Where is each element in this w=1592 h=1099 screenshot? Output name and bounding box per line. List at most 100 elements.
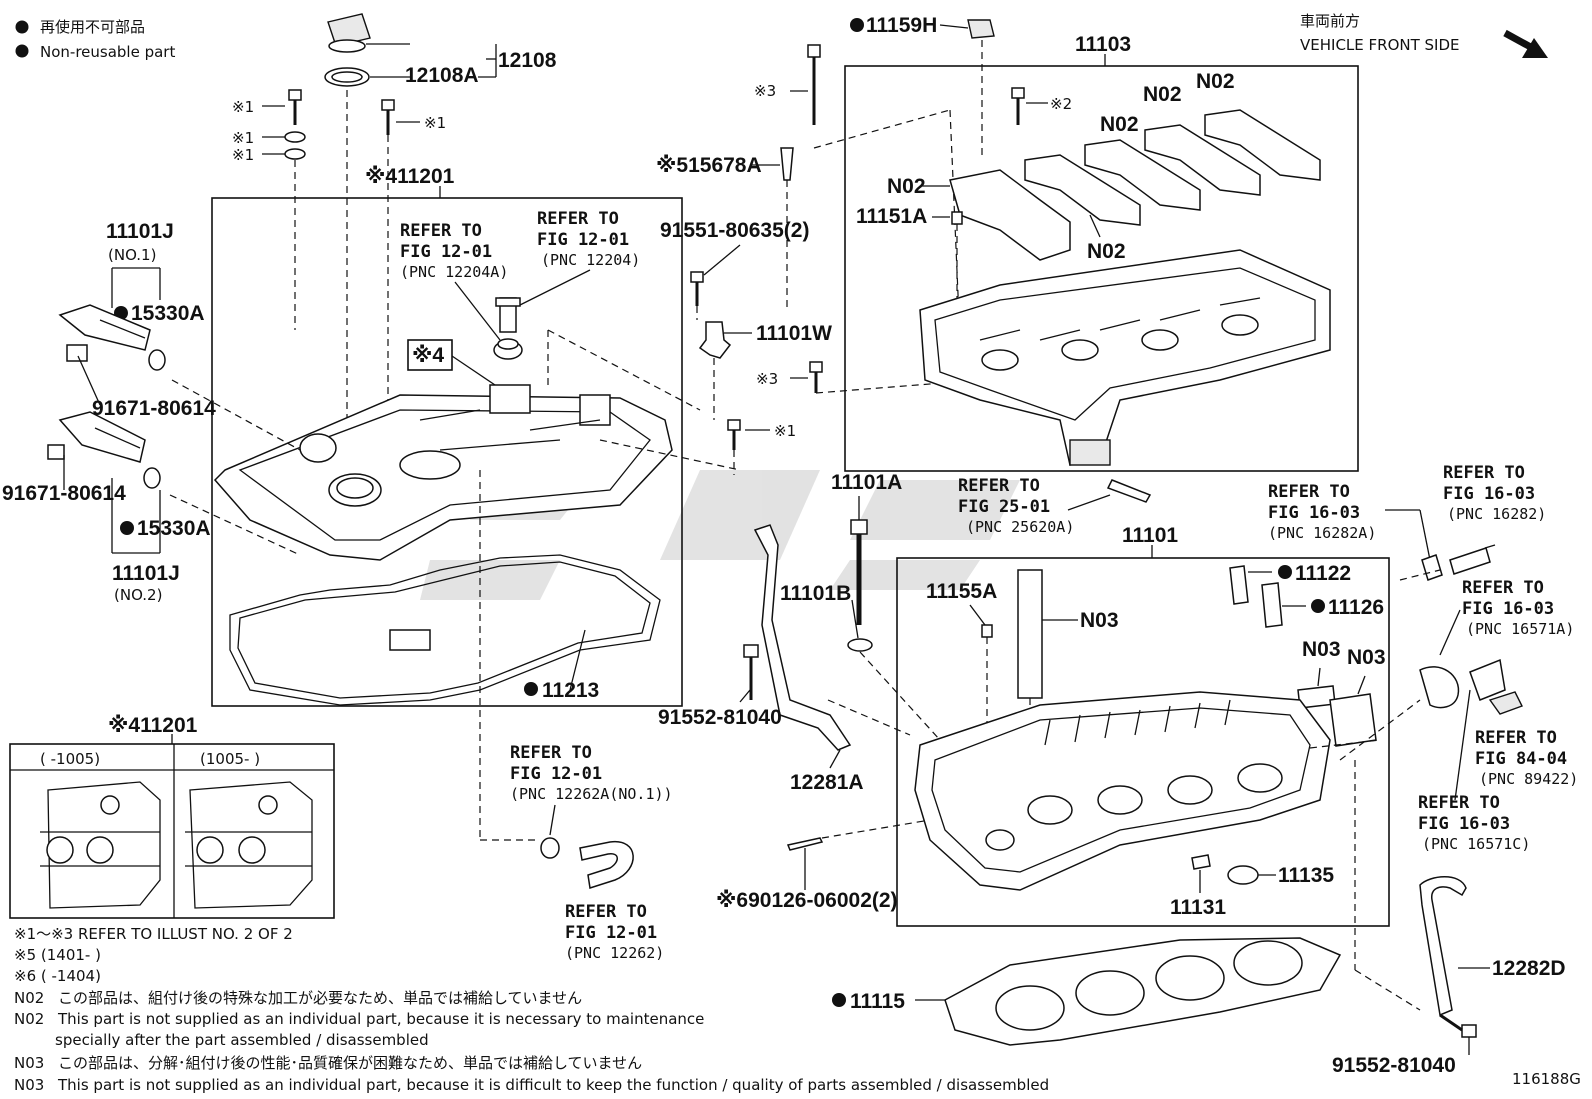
label-x1-a: ※1 [232,98,254,116]
ref-25620A-line2: FIG 25-01 [958,497,1050,517]
engine-hanger-right: 12282D 91552-81040 [1332,760,1566,1077]
cylinder-head-group-box [896,557,1390,927]
refer-16571C: REFER TO FIG 16-03 (PNC 16571C) [1418,689,1530,853]
ref-16282A-line3: (PNC 16282A) [1268,524,1376,542]
bolt-x2: ※2 [1011,87,1072,125]
label-11101J-no1: 11101J [106,220,174,243]
label-12282D: 12282D [1492,957,1566,980]
label-12108: 12108 [498,49,557,72]
note-n03-tag2: N03 [14,1076,44,1094]
refer-16282: REFER TO FIG 16-03 (PNC 16282) [1443,463,1546,575]
ref-12262-line2: FIG 12-01 [565,923,657,943]
ref-89422-line3: (PNC 89422) [1479,770,1578,788]
ref-12204A-line2: FIG 12-01 [400,242,492,262]
label-x1-e: ※1 [774,422,796,440]
label-91552-b: 91552-81040 [1332,1054,1456,1077]
label-91552-a: 91552-81040 [658,706,782,729]
label-11201: ※411201 [365,165,455,188]
x4-box [407,339,453,371]
ref-16571A-line1: REFER TO [1462,578,1544,598]
nonreuse-bullet-icon [1311,599,1325,613]
nonreuse-bullet-icon [832,993,846,1007]
label-x3-a: ※3 [754,82,776,100]
label-90126: ※690126-06002(2) [716,889,898,912]
legend: 再使用不可部品 Non-reusable part [15,18,175,61]
ref-12204-line2: FIG 12-01 [537,230,629,250]
label-n02-b: N02 [1100,113,1139,136]
ref-89422-line1: REFER TO [1475,728,1557,748]
note-6: ※6 ( -1404) [14,967,101,985]
label-n02-c: N02 [1143,83,1182,106]
refer-89422: REFER TO FIG 84-04 (PNC 89422) [1475,691,1578,788]
label-11135: 11135 [1278,864,1334,887]
front-arrow-head-icon [1522,38,1548,58]
refer-16571A: REFER TO FIG 16-03 (PNC 16571A) [1419,578,1574,709]
ref-16571C-line3: (PNC 16571C) [1422,835,1530,853]
ref-16282-line1: REFER TO [1443,463,1525,483]
label-11151A: 11151A [856,205,927,228]
ref-16571A-line2: FIG 16-03 [1462,599,1554,619]
inset-left-range: ( -1005) [40,750,100,768]
camshaft-housing-group-box [844,65,1359,472]
cylinder-head [914,691,1331,891]
label-n02-e: N02 [1087,240,1126,263]
valve-guide-11126 [1261,582,1283,628]
figure-code: 116188G [1512,1070,1581,1088]
ocv-no2-group: 91671-80614 15330A 11101J (NO.2) [2,411,211,604]
ref-16571C-line1: REFER TO [1418,793,1500,813]
ref-16571A-line3: (PNC 16571A) [1466,620,1574,638]
label-12281A: 12281A [790,771,864,794]
label-x1-c: ※1 [232,146,254,164]
front-direction-en: VEHICLE FRONT SIDE [1300,36,1460,54]
valve-guide-11122 [1229,565,1249,605]
label-11101B: 11101B [780,582,851,605]
nonreuse-bullet-icon [120,521,134,535]
label-15330A-no1: 15330A [131,302,205,325]
label-x2: ※2 [1050,95,1072,113]
inset-right-drawing [185,781,313,909]
ref-16282-line2: FIG 16-03 [1443,484,1535,504]
ref-12262A-line2: FIG 12-01 [510,764,602,784]
label-11155A: 11155A [926,580,997,603]
note-5: ※5 (1401- ) [14,946,101,964]
nonreuse-bullet-icon [850,18,864,32]
ref-12204A-line1: REFER TO [400,221,482,241]
label-11101J-no2-sub: (NO.2) [114,586,162,604]
label-11101: 11101 [1122,524,1178,547]
label-x1-b: ※1 [232,129,254,147]
ref-12262-line3: (PNC 12262) [565,944,664,962]
note-n02-jp: この部品は、組付け後の特殊な加工が必要なため、単品では補給していません [58,989,582,1007]
stud-bolt [786,837,824,851]
note-n02-tag2: N02 [14,1010,44,1028]
head-bolt [850,519,868,535]
ref-89422-line2: FIG 84-04 [1475,749,1567,769]
note-n03-en: This part is not supplied as an individu… [57,1076,1049,1094]
ref-25620A-line3: (PNC 25620A) [966,518,1074,536]
note-n03-jp: この部品は、分解･組付け後の性能･品質確保が困難なため、単品では補給していません [58,1054,642,1072]
label-11159H: 11159H [866,14,937,37]
label-11101J-no2: 11101J [112,562,180,585]
label-11103: 11103 [1075,33,1131,56]
head-cover-group-box [211,197,683,707]
plug-11159H [967,19,995,39]
top-bolts: ※3 ※515678A 91551-80635(2) 11101W ※3 ※1 [656,44,981,475]
camshaft-housing [919,249,1331,466]
note-n02-en2: specially after the part assembled / dis… [55,1031,429,1049]
label-n03-b: N03 [1302,638,1341,661]
pin-11155A [981,624,993,638]
label-11201-inset: ※411201 [108,714,198,737]
legend-nonreuse-en: Non-reusable part [40,43,175,61]
label-11101J-no1-sub: (NO.1) [108,246,156,264]
refer-25620A: REFER TO FIG 25-01 (PNC 25620A) [958,476,1152,536]
label-11101A: 11101A [831,471,902,494]
inset-left-drawing [40,781,161,909]
bearing-caps: N02 N02 N02 N02 N02 [887,70,1321,263]
refer-12262A: REFER TO FIG 12-01 (PNC 12262A(NO.1)) [510,743,673,859]
front-direction: 車両前方 VEHICLE FRONT SIDE [1300,12,1548,58]
note-1: ※1～※3 REFER TO ILLUST NO. 2 OF 2 [14,925,293,943]
dowel-11151A [951,211,963,225]
engine-hanger-left: 91552-81040 12281A [658,524,911,794]
label-x4: ※4 [412,344,444,367]
legend-nonreuse-jp: 再使用不可部品 [40,18,145,36]
